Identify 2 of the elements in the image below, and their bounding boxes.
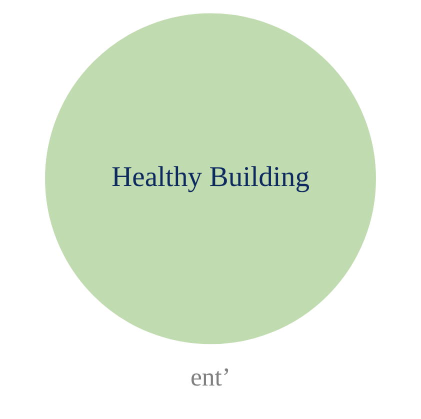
node-circle: Healthy Building bbox=[45, 13, 376, 344]
label: ent’ bbox=[190, 362, 231, 392]
